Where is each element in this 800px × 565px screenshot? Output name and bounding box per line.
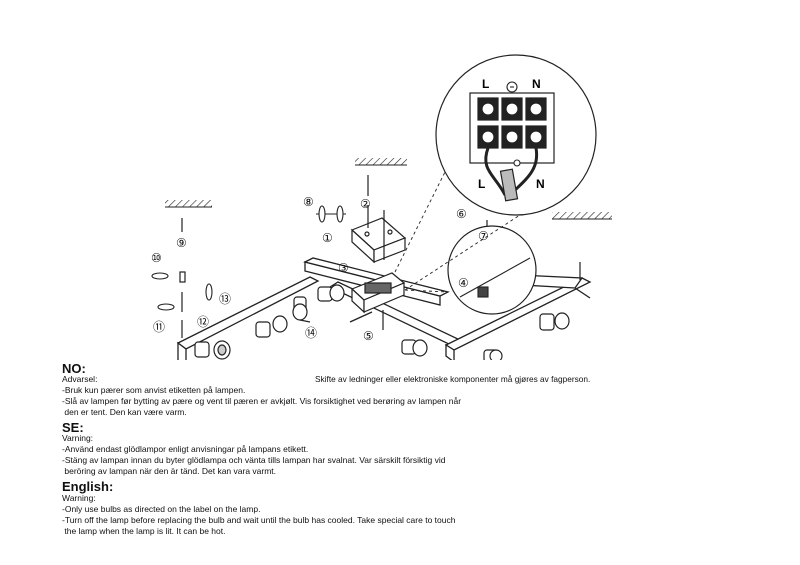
magnifier-lines — [394, 169, 521, 293]
section-heading-no: NO: — [62, 361, 86, 376]
ceiling-hatch-right — [552, 212, 612, 220]
section-no-line-3: -Slå av lampen før bytting av pære og ve… — [62, 396, 462, 406]
callout-4: ④ — [458, 276, 469, 290]
callout-2: ② — [360, 197, 371, 211]
junction-box — [350, 272, 406, 314]
installation-note: Skifte av ledninger eller elektroniske k… — [315, 374, 591, 384]
section-no-line-2: -Bruk kun pærer som anvist etiketten på … — [62, 385, 246, 395]
detail-circle-grounding — [447, 225, 537, 315]
section-no-line-4: den er tent. Den kan være varm. — [62, 407, 187, 417]
callout-9: ⑨ — [176, 236, 187, 250]
callout-1: ① — [322, 231, 333, 245]
callout-8: ⑧ — [303, 195, 314, 209]
section-english-line-3: -Turn off the lamp before replacing the … — [62, 515, 456, 525]
grounding-terminal — [459, 81, 531, 298]
section-heading-english: English: — [62, 479, 114, 494]
callout-3: ③ — [338, 261, 349, 275]
callout-14: ⑭ — [305, 326, 317, 340]
ceiling-hatch-left — [165, 200, 212, 208]
fixing-screws — [179, 175, 581, 338]
terminal-label-n-top: N — [532, 77, 541, 91]
callout-7: ⑦ — [478, 229, 489, 243]
terminal-label-l-top: L — [482, 77, 489, 91]
section-heading-se: SE: — [62, 420, 84, 435]
section-se-line-2: -Använd endast glödlampor enligt anvisni… — [62, 444, 309, 454]
callout-11: ⑪ — [153, 320, 165, 334]
section-se-line-3: -Stäng av lampan innan du byter glödlamp… — [62, 455, 446, 465]
section-se-line-4: beröring av lampan när den är tänd. Det … — [62, 466, 277, 476]
section-se-line-1: Varning: — [62, 433, 94, 443]
section-no-line-1: Advarsel: — [62, 374, 98, 384]
terminal-label-n-bottom: N — [536, 177, 545, 191]
assembly-diagram: L N L N ① ② ③ ④ ⑤ ⑥ ⑦ ⑧ ⑨ ⑩ ⑪ ⑫ ⑬ ⑭ — [151, 54, 612, 360]
section-english-line-1: Warning: — [62, 493, 96, 503]
tool-arrow — [299, 311, 373, 323]
callout-5: ⑤ — [363, 329, 374, 343]
ceiling-hatch-center — [355, 158, 407, 166]
callout-6: ⑥ — [456, 207, 467, 221]
callout-10: ⑩ — [151, 251, 162, 265]
section-english-line-2: -Only use bulbs as directed on the label… — [62, 504, 261, 514]
callout-13: ⑬ — [219, 292, 231, 306]
ceiling-plate — [350, 217, 407, 264]
spot-lamp — [194, 284, 570, 360]
section-english-line-4: the lamp when the lamp is lit. It can be… — [62, 526, 226, 536]
terminal-block — [469, 92, 555, 202]
callout-12: ⑫ — [197, 315, 209, 329]
terminal-label-l-bottom: L — [478, 177, 485, 191]
